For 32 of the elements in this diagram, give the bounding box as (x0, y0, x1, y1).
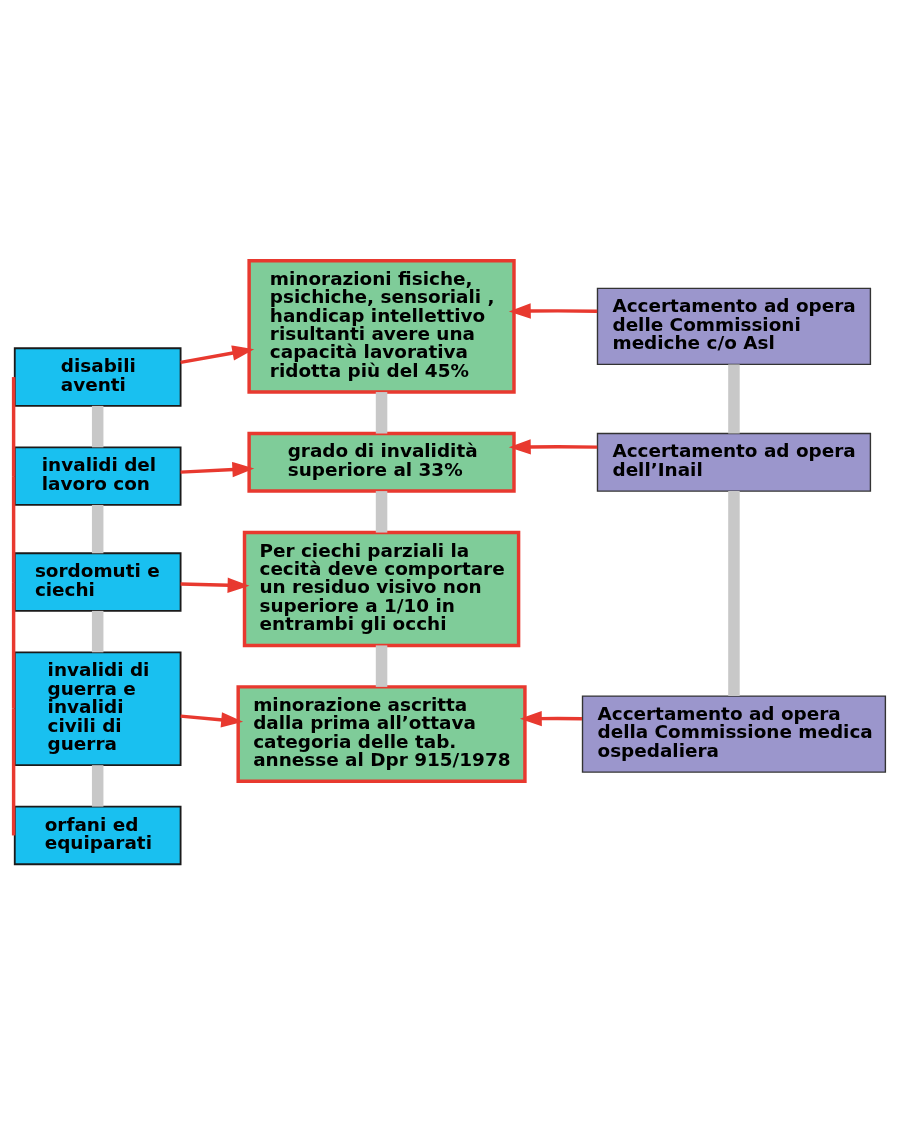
arrow (180, 577, 249, 593)
arrow (519, 710, 582, 726)
node-box: sordomuti e ciechi (13, 551, 181, 612)
node-box: disabili aventi (13, 346, 181, 407)
connector (91, 764, 103, 807)
arrow (508, 302, 597, 319)
node-box: invalidi di guerra e invalidi civili di guerra (13, 650, 181, 766)
node-box: Per ciechi parziali la cecità deve comportare un residuo visivo non superiore a 1/10 in entrambi gli occhi (242, 530, 520, 647)
connector (375, 391, 387, 433)
connector (375, 490, 387, 533)
connector (91, 405, 103, 447)
connector (11, 708, 15, 835)
connector (91, 610, 103, 652)
node-box: grado di invalidità superiore al 33% (246, 431, 516, 493)
connector (11, 581, 15, 709)
connector (727, 363, 740, 433)
connector (11, 475, 15, 582)
arrow (508, 438, 597, 455)
arrow (179, 344, 254, 364)
node-box: minorazione ascritta dalla prima all’ottava categoria delle tab. annesse al Dpr 915/1978 (235, 684, 527, 783)
connector (91, 504, 103, 553)
arrow (180, 711, 243, 727)
node-box: Accertamento ad opera dell’Inail (596, 432, 871, 492)
connector (11, 376, 15, 476)
node-box: invalidi del lavoro con (13, 445, 181, 506)
node-box: minorazioni fisiche, psichiche, sensoriali , handicap intellettivo risultanti avere una capacità lavorativa ridotta più del 45% (246, 258, 516, 394)
connector (727, 490, 740, 696)
connector (375, 644, 387, 687)
arrow (180, 461, 254, 477)
node-box: orfani ed equiparati (13, 805, 181, 865)
node-box: Accertamento ad opera della Commissione medica ospedaliera (581, 694, 886, 773)
node-box: Accertamento ad opera delle Commissioni mediche c/o Asl (596, 287, 871, 365)
